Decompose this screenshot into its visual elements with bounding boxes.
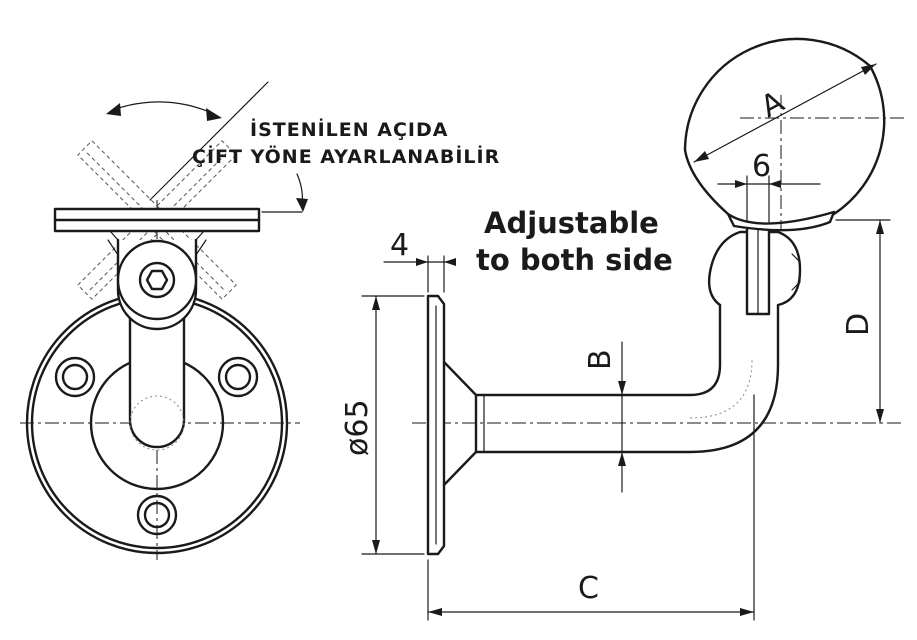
front-view — [20, 81, 308, 560]
dim-diameter: ø65 — [340, 295, 425, 555]
dim-b: B — [583, 341, 626, 493]
dim-thickness-label: 4 — [390, 228, 409, 263]
note-en-line2: to both side — [476, 243, 673, 277]
dim-diameter-label: ø65 — [340, 399, 375, 456]
dim-d-label: D — [841, 313, 876, 336]
dim-b-label: B — [583, 349, 618, 370]
dim-a-label: A — [755, 84, 790, 125]
dim-thickness: 4 — [383, 228, 456, 293]
dim-c-label: C — [578, 571, 599, 606]
screw-hole — [54, 356, 96, 398]
note-en-line1: Adjustable — [484, 206, 659, 240]
screw-hole — [136, 494, 178, 536]
note-tr-line2: ÇİFT YÖNE AYARLANABİLİR — [192, 144, 500, 168]
dim-c: C — [427, 394, 755, 621]
dim-a: A — [693, 63, 877, 163]
dim-d: D — [835, 219, 891, 424]
note-tr-line1: İSTENİLEN AÇIDA — [250, 117, 448, 141]
dim-6-label: 6 — [752, 149, 771, 184]
side-view — [412, 37, 905, 556]
screw-hole — [217, 356, 259, 398]
dim-6: 6 — [717, 149, 821, 223]
